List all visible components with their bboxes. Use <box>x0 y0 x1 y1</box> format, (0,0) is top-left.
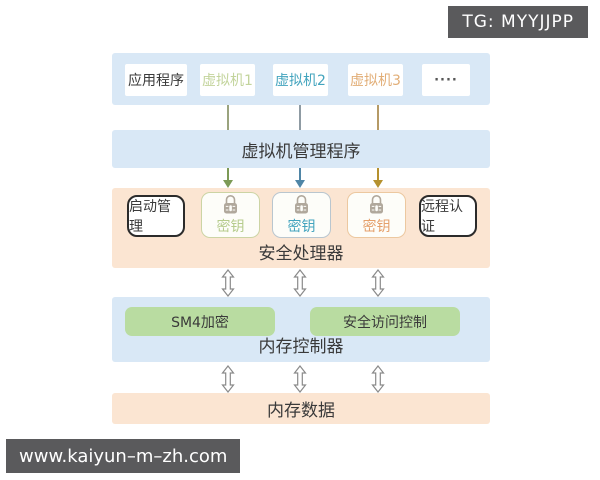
lock-icon <box>224 195 237 214</box>
remote-attestation-box: 远程认证 <box>419 195 477 237</box>
more-vms-box: ···· <box>422 64 470 96</box>
secure-processor-label: 安全处理器 <box>258 244 344 264</box>
vm1-label: 虚拟机1 <box>202 73 253 89</box>
lock-icon <box>295 195 308 214</box>
memory-data-label: 内存数据 <box>267 401 335 421</box>
access-control-box: 安全访问控制 <box>310 307 460 336</box>
key-label-2: 密钥 <box>287 219 316 235</box>
secure-processor-band: 启动管理 密钥 <box>112 188 490 268</box>
remote-attestation-label: 远程认证 <box>421 199 463 235</box>
vm2-label: 虚拟机2 <box>275 73 326 89</box>
vm-layer-band: 应用程序 虚拟机1 虚拟机2 虚拟机3 ···· <box>112 53 490 105</box>
tg-watermark-text: TG: MYYJJPP <box>462 12 574 32</box>
vm1-box: 虚拟机1 <box>200 64 255 96</box>
double-arrow-icon <box>293 365 307 393</box>
site-watermark-badge: www.kaiyun–m–zh.com <box>6 439 241 473</box>
key-box-1: 密钥 <box>201 192 260 238</box>
application-box: 应用程序 <box>125 64 187 96</box>
vm3-label: 虚拟机3 <box>350 73 401 89</box>
key-label-1: 密钥 <box>216 219 245 235</box>
sm4-encryption-label: SM4加密 <box>171 314 229 331</box>
double-arrow-icon <box>371 365 385 393</box>
key-box-2: 密钥 <box>272 192 331 238</box>
down-arrow-green-icon <box>223 168 233 188</box>
hypervisor-band: 虚拟机管理程序 <box>112 130 490 168</box>
tg-watermark-badge: TG: MYYJJPP <box>448 6 588 38</box>
connector-line-green <box>227 105 229 130</box>
connector-line-gold <box>377 105 379 130</box>
site-watermark-text: www.kaiyun–m–zh.com <box>19 445 228 467</box>
boot-management-box: 启动管理 <box>127 195 185 237</box>
key-label-3: 密钥 <box>362 219 391 235</box>
down-arrow-blue-icon <box>295 168 305 188</box>
sm4-encryption-box: SM4加密 <box>125 307 275 336</box>
key-box-3: 密钥 <box>347 192 406 238</box>
access-control-label: 安全访问控制 <box>343 314 427 331</box>
down-arrow-gold-icon <box>373 168 383 188</box>
ellipsis-dots: ···· <box>434 72 458 88</box>
double-arrow-icon <box>371 269 385 297</box>
boot-management-label: 启动管理 <box>129 199 171 235</box>
connector-line-blue <box>299 105 301 130</box>
application-label: 应用程序 <box>128 73 184 89</box>
double-arrow-icon <box>221 269 235 297</box>
double-arrow-icon <box>293 269 307 297</box>
vm3-box: 虚拟机3 <box>348 64 403 96</box>
vm2-box: 虚拟机2 <box>273 64 328 96</box>
double-arrow-icon <box>221 365 235 393</box>
memory-controller-label: 内存控制器 <box>258 337 344 357</box>
lock-icon <box>370 195 383 214</box>
memory-data-band: 内存数据 <box>112 393 490 424</box>
architecture-diagram: 应用程序 虚拟机1 虚拟机2 虚拟机3 ···· 虚拟机管理程序 <box>112 53 490 424</box>
memory-controller-band: SM4加密 安全访问控制 内存控制器 <box>112 297 490 362</box>
hypervisor-label: 虚拟机管理程序 <box>241 141 361 162</box>
